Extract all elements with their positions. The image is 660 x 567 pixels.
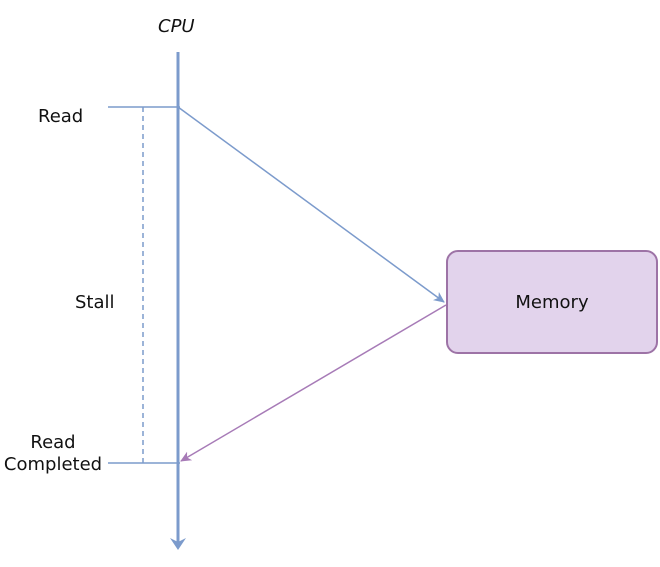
read-label: Read — [38, 106, 84, 127]
read-completed-label: Read Completed — [2, 432, 104, 476]
cpu-timeline-arrowhead — [170, 538, 186, 550]
request-arrow — [177, 106, 445, 303]
cpu-label: CPU — [158, 16, 195, 37]
response-arrow — [180, 304, 447, 462]
stall-label: Stall — [75, 292, 115, 313]
read-completed-line2: Completed — [3, 454, 103, 475]
read-completed-line1: Read — [30, 432, 76, 453]
memory-label: Memory — [515, 291, 589, 313]
memory-box: Memory — [446, 250, 658, 354]
